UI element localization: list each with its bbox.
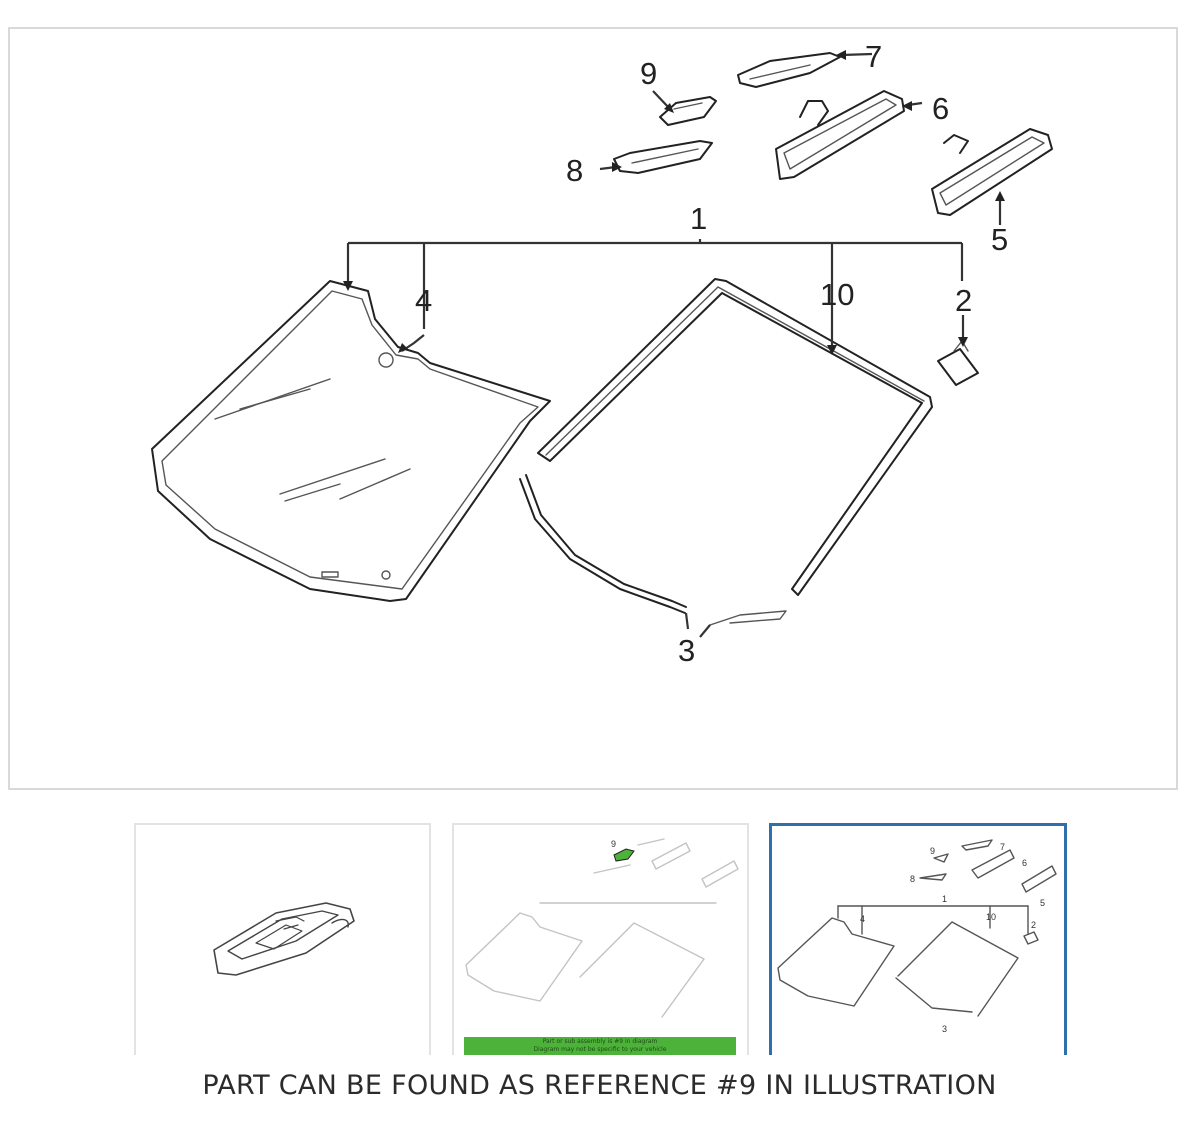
callout-3: 3 (678, 633, 695, 668)
thumb3-callout-5: 5 (1040, 898, 1045, 908)
reference-caption: PART CAN BE FOUND AS REFERENCE #9 IN ILL… (202, 1070, 997, 1101)
callout-2: 2 (955, 283, 972, 318)
trim-cover-part-8 (613, 140, 713, 174)
thumb3-callout-7: 7 (1000, 842, 1005, 852)
thumb3-callout-1: 1 (942, 894, 947, 904)
callout-1: 1 (690, 201, 707, 236)
thumb3-callout-2: 2 (1031, 920, 1036, 930)
mirror-cover-part-7 (737, 52, 841, 88)
lower-weatherstrip (519, 474, 787, 626)
callout-7: 7 (865, 39, 882, 74)
callout-8: 8 (566, 153, 583, 188)
thumbnail-highlighted-diagram[interactable]: 9 Part or sub assembly is #9 in diagram … (452, 823, 749, 1055)
thumb3-callout-4: 4 (860, 914, 865, 924)
thumb3-callout-3: 3 (942, 1024, 947, 1034)
sensor-cover-icon (213, 902, 355, 976)
thumbnail-part-detail[interactable] (134, 823, 431, 1055)
main-illustration: 1 2 3 4 5 6 7 8 9 10 (8, 27, 1178, 790)
mirror-support-part-2 (937, 340, 979, 386)
windshield-glass (151, 280, 551, 602)
highlighted-diagram-image: 9 (465, 838, 739, 1018)
rearview-mirror-part-5 (931, 128, 1053, 216)
sensor-cover-part-9 (659, 96, 717, 126)
thumb3-callout-10: 10 (986, 912, 996, 922)
callout-9: 9 (640, 56, 657, 91)
highlighted-callout-9: 9 (611, 839, 616, 849)
windshield-parts-diagram: 1 2 3 4 5 6 7 8 9 10 (151, 39, 1053, 668)
thumbnail-full-diagram[interactable]: 1 2 3 4 5 6 7 8 9 10 (769, 823, 1067, 1055)
rearview-mirror-part-6 (775, 90, 905, 180)
callout-4: 4 (415, 283, 432, 318)
callout-6: 6 (932, 91, 949, 126)
thumb3-callout-9: 9 (930, 846, 935, 856)
windshield-moulding (537, 278, 933, 596)
thumb3-callout-8: 8 (910, 874, 915, 884)
leader-lines (343, 50, 1005, 638)
callout-10: 10 (820, 277, 854, 312)
full-diagram-image: 1 2 3 4 5 6 7 8 9 10 (777, 839, 1057, 1034)
diagram-notice-banner: Part or sub assembly is #9 in diagram Di… (464, 1037, 736, 1055)
thumb3-callout-6: 6 (1022, 858, 1027, 868)
callout-5: 5 (991, 222, 1008, 257)
